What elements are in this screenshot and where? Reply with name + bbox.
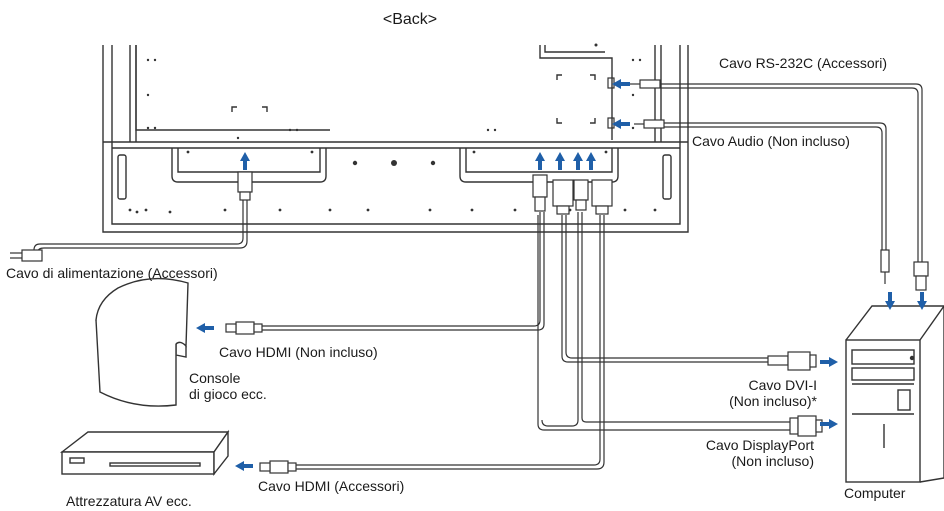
- displayport-plug-icon: [573, 179, 589, 211]
- displayport-cable-label: Cavo DisplayPort (Non incluso): [706, 437, 814, 469]
- power-cable-label: Cavo di alimentazione (Accessori): [6, 265, 218, 281]
- arrow-icon: [196, 323, 214, 333]
- dvi-plug-icon: [552, 179, 574, 215]
- arrow-icon: [573, 152, 583, 170]
- hdmi-console-cable-label: Cavo HDMI (Non incluso): [219, 344, 378, 360]
- hdmi-av-cable-label: Cavo HDMI (Accessori): [258, 478, 405, 494]
- av-equipment-label: Attrezzatura AV ecc.: [66, 493, 192, 509]
- arrow-icon: [586, 152, 596, 170]
- dvi-label-line1: Cavo DVI-I: [748, 377, 817, 393]
- monitor-screws: [128, 43, 657, 214]
- computer-label: Computer: [844, 485, 906, 501]
- arrow-icon: [240, 152, 250, 170]
- dvi-plug-icon: [767, 351, 817, 371]
- arrow-icon: [612, 119, 630, 129]
- console-label-line2: di gioco ecc.: [189, 386, 267, 402]
- audio-cable-label: Cavo Audio (Non incluso): [692, 133, 850, 149]
- av-equipment: [59, 429, 230, 477]
- audio-jack-icon: [630, 79, 890, 284]
- computer: [845, 305, 944, 483]
- cables: [33, 83, 923, 470]
- hdmi-plug-icon: [259, 460, 297, 474]
- dvi-cable-label: Cavo DVI-I (Non incluso)*: [729, 377, 817, 409]
- dvi-label-line2: (Non incluso)*: [729, 393, 817, 409]
- hdmi-plug-icon: [225, 321, 263, 335]
- console-label-line1: Console: [189, 370, 241, 386]
- displayport-plug-icon: [789, 415, 823, 437]
- rs232c-cable-label: Cavo RS-232C (Accessori): [719, 55, 888, 71]
- arrow-icon: [612, 79, 630, 89]
- hdmi-plug-icon: [591, 179, 613, 215]
- view-title: <Back>: [382, 11, 438, 28]
- dp-label-line2: (Non incluso): [731, 453, 814, 469]
- dp-label-line1: Cavo DisplayPort: [705, 437, 814, 453]
- arrow-icon: [535, 152, 545, 170]
- arrow-icon: [235, 461, 253, 471]
- arrow-icon: [820, 357, 838, 367]
- console-label: Console di gioco ecc.: [189, 370, 267, 402]
- arrow-icon: [555, 152, 565, 170]
- game-console: [95, 277, 189, 407]
- arrow-icon: [820, 419, 838, 429]
- power-plug-icon: [10, 249, 43, 262]
- side-ports: [607, 77, 615, 129]
- power-plug-icon: [237, 171, 253, 201]
- hdmi-plug-icon: [532, 174, 548, 212]
- rs232c-plug-icon: [913, 261, 929, 291]
- plugs: [10, 79, 929, 474]
